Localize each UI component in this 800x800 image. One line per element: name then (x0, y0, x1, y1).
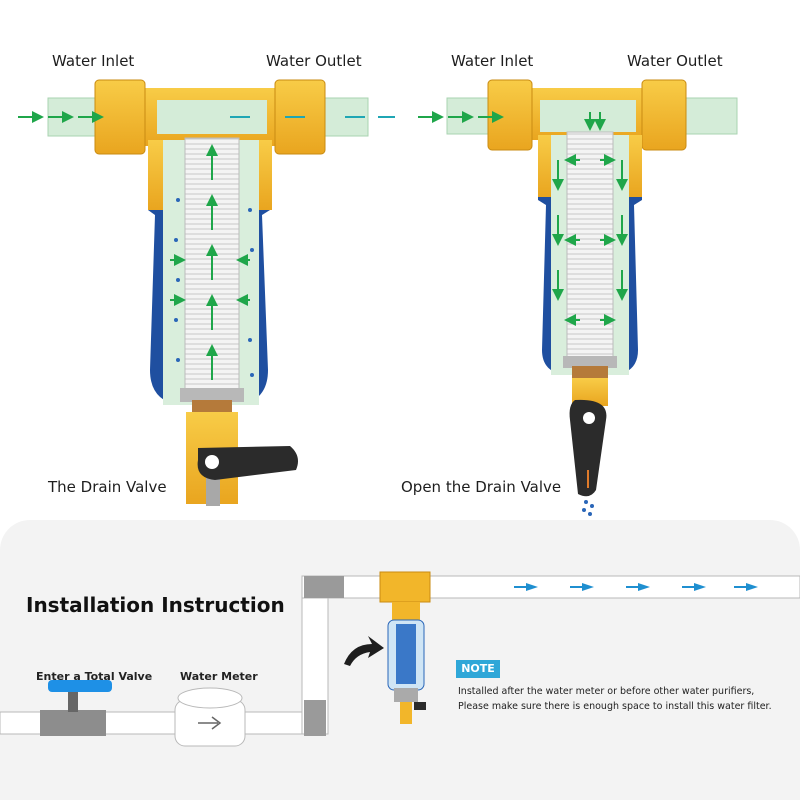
left-drain-handle (197, 446, 298, 480)
water-meter-label: Water Meter (180, 670, 258, 683)
cutaway-diagrams (18, 79, 738, 516)
left-head-channel (157, 100, 267, 134)
total-valve-illustration (40, 680, 112, 736)
right-filter-cutaway (418, 79, 738, 516)
elbow-top (304, 576, 344, 598)
note-line-1: Installed after the water meter or befor… (458, 686, 755, 697)
pointer-arrow-icon (344, 636, 384, 666)
right-drain-handle-open (569, 399, 607, 497)
left-flow-arrows (170, 144, 250, 380)
left-inlet-label: Water Inlet (52, 52, 135, 70)
right-valve-label: Open the Drain Valve (401, 478, 562, 496)
left-screen-base (180, 388, 244, 402)
total-valve-label: Enter a Total Valve (36, 670, 153, 683)
right-outlet-label: Water Outlet (627, 52, 723, 70)
right-inlet-nut (487, 79, 533, 151)
installed-filter-illustration (379, 571, 431, 724)
installation-title: Installation Instruction (26, 593, 285, 617)
right-flow-arrows (552, 112, 628, 326)
left-filter-cutaway (18, 79, 395, 506)
left-handle-screw (205, 455, 219, 469)
installation-diagram (0, 571, 800, 747)
water-meter-illustration (174, 687, 246, 747)
left-inlet-nut (94, 79, 146, 155)
note-line-2: Please make sure there is enough space t… (458, 701, 772, 712)
note-badge: NOTE (456, 660, 500, 678)
right-seal (572, 366, 608, 378)
right-inlet-label: Water Inlet (451, 52, 534, 70)
left-seal (192, 400, 232, 412)
right-outlet-nut (641, 79, 687, 151)
right-head-channel (540, 100, 636, 132)
right-screen-base (563, 356, 617, 368)
right-handle-screw (583, 412, 595, 424)
right-mesh-screen (566, 131, 614, 359)
elbow-bottom (304, 700, 326, 736)
right-drain-droplets (582, 500, 594, 516)
left-valve-label: The Drain Valve (48, 478, 167, 496)
left-outlet-label: Water Outlet (266, 52, 362, 70)
left-sediment-dots (174, 198, 254, 377)
pipe-flow-arrows (514, 583, 758, 591)
